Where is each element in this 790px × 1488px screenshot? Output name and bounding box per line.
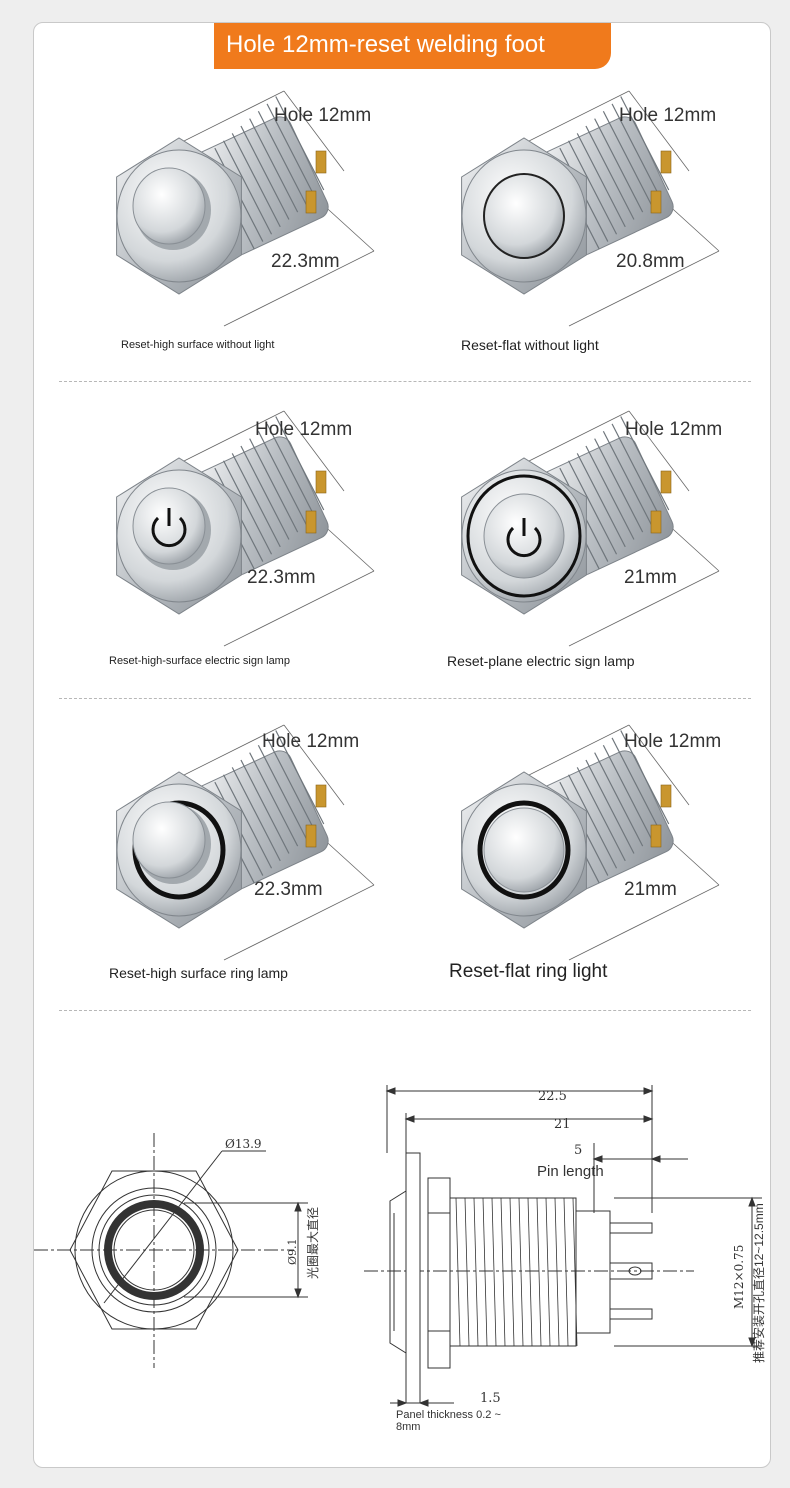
product-card-3: Hole 12mm 22.3mm Reset-high-surface elec… bbox=[74, 401, 414, 701]
product-image-4 bbox=[461, 410, 720, 647]
hole-label-4: Hole 12mm bbox=[625, 419, 723, 440]
hole-label-6: Hole 12mm bbox=[624, 731, 722, 752]
caption-1: Reset-high surface without light bbox=[121, 339, 275, 351]
product-card-4: Hole 12mm 21mm Reset-plane electric sign… bbox=[419, 401, 759, 701]
button-illustration bbox=[461, 724, 720, 961]
length-label-5: 22.3mm bbox=[254, 879, 323, 900]
flange-thickness-label: 1.5 bbox=[480, 1391, 501, 1406]
body-length-label: 21 bbox=[554, 1117, 571, 1132]
caption-5: Reset-high surface ring lamp bbox=[109, 965, 288, 981]
ring-diameter-label: Ø9.1 bbox=[286, 1238, 299, 1265]
product-image-1 bbox=[116, 90, 375, 327]
overall-length-label: 22.5 bbox=[538, 1089, 567, 1104]
ring-diameter-note: 光圈最大直径 bbox=[306, 1206, 320, 1279]
length-label-4: 21mm bbox=[624, 567, 677, 588]
side-view-svg bbox=[364, 1085, 762, 1407]
button-illustration bbox=[461, 410, 720, 647]
section-divider bbox=[59, 1010, 751, 1011]
pin-length-label: Pin length bbox=[537, 1163, 604, 1180]
hole-label-2: Hole 12mm bbox=[619, 105, 717, 126]
pin-length-value: 5 bbox=[574, 1143, 583, 1158]
section-divider bbox=[59, 698, 751, 699]
product-card-5: Hole 12mm 22.3mm Reset-high surface ring… bbox=[74, 715, 414, 1015]
mounting-hole-label: 推荐安装开孔直径12~12.5mm bbox=[752, 1203, 766, 1363]
product-image-2 bbox=[461, 90, 720, 327]
thread-label: M12×0.75 bbox=[732, 1244, 746, 1309]
product-card-2: Hole 12mm 20.8mm Reset-flat without ligh… bbox=[419, 81, 759, 381]
button-illustration bbox=[116, 90, 375, 327]
product-image-3 bbox=[116, 410, 375, 647]
hole-label-1: Hole 12mm bbox=[274, 105, 372, 126]
front-view-drawing: Ø13.9 Ø9.1 光圈最大直径 bbox=[34, 1123, 354, 1383]
panel-thickness-label: Panel thickness 0.2 ~ 8mm bbox=[396, 1409, 501, 1433]
button-illustration bbox=[116, 724, 375, 961]
caption-2: Reset-flat without light bbox=[461, 337, 599, 353]
product-card-1: Hole 12mm 22.3mm Reset-high surface with… bbox=[74, 81, 414, 381]
banner-title: Hole 12mm-reset welding foot bbox=[226, 31, 545, 58]
caption-6: Reset-flat ring light bbox=[449, 961, 608, 982]
product-card-6: Hole 12mm 21mm Reset-flat ring light bbox=[419, 715, 759, 1015]
product-image-5 bbox=[116, 724, 375, 961]
hole-label-5: Hole 12mm bbox=[262, 731, 360, 752]
button-illustration bbox=[116, 410, 375, 647]
section-divider bbox=[59, 381, 751, 382]
length-label-6: 21mm bbox=[624, 879, 677, 900]
front-view-svg bbox=[34, 1133, 308, 1368]
side-view-drawing: 22.5 21 5 Pin length M12×0.75 推荐安装开孔直径12… bbox=[354, 1063, 770, 1433]
caption-4: Reset-plane electric sign lamp bbox=[447, 653, 635, 669]
title-banner: Hole 12mm-reset welding foot bbox=[214, 23, 611, 69]
length-label-1: 22.3mm bbox=[271, 251, 340, 272]
button-illustration bbox=[461, 90, 720, 327]
product-image-6 bbox=[461, 724, 720, 961]
length-label-3: 22.3mm bbox=[247, 567, 316, 588]
hole-label-3: Hole 12mm bbox=[255, 419, 353, 440]
length-label-2: 20.8mm bbox=[616, 251, 685, 272]
product-sheet: Hole 12mm-reset welding foot Hole 12mm 2… bbox=[33, 22, 771, 1468]
caption-3: Reset-high-surface electric sign lamp bbox=[109, 655, 290, 667]
outer-diameter-label: Ø13.9 bbox=[225, 1137, 262, 1151]
